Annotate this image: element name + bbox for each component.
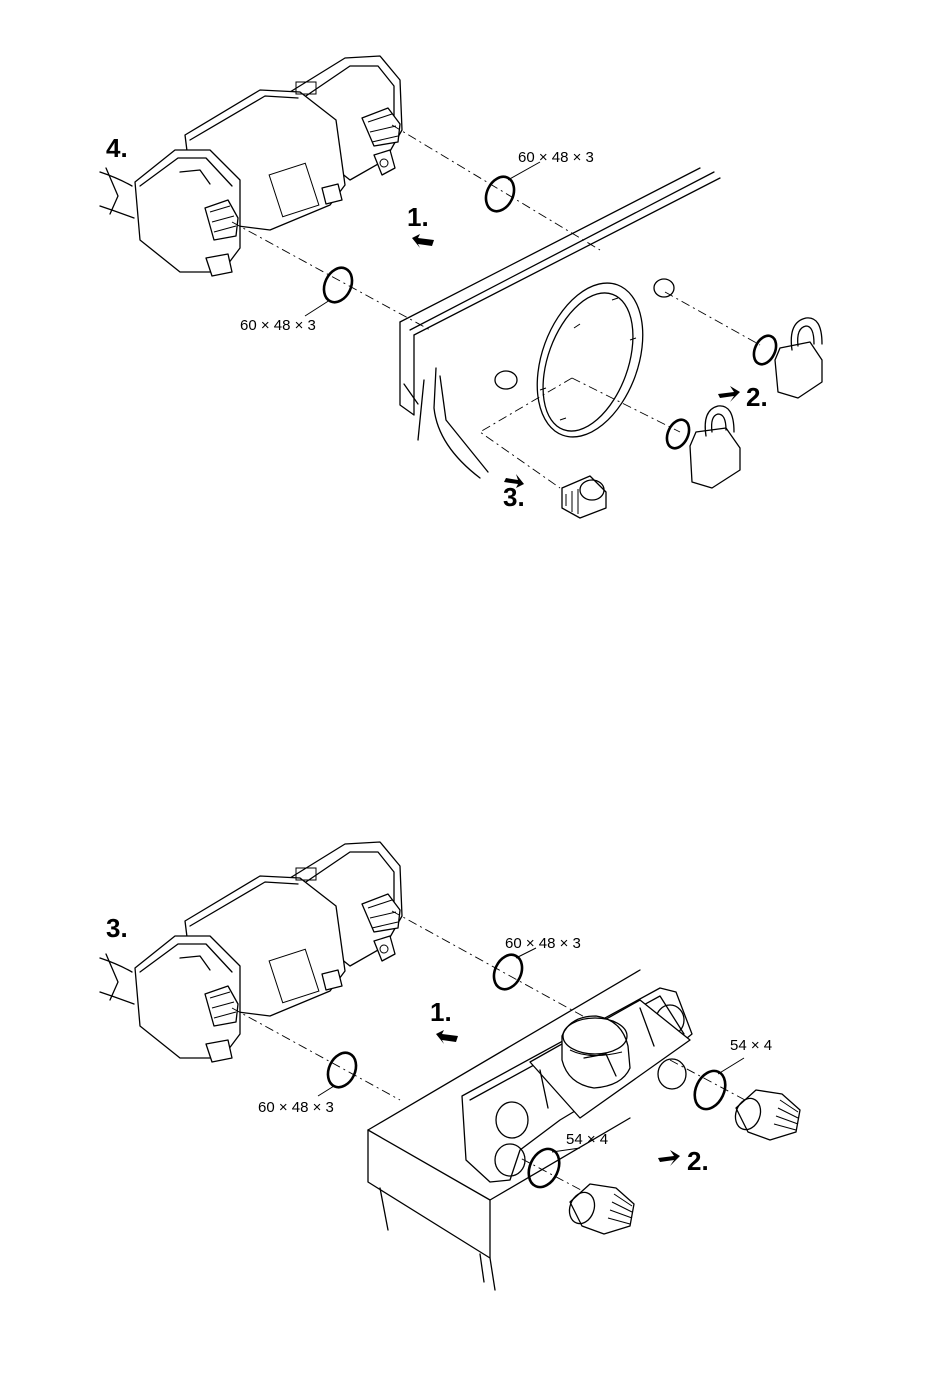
cap-nut-top (562, 476, 606, 518)
figure-top: 4. 1. 2. 3. 60 × 48 × 3 60 × 48 × 3 (100, 56, 822, 518)
blanking-cap-upper (775, 318, 822, 398)
pump-unit-bottom (135, 842, 402, 1062)
dimension-label-upper-top: 60 × 48 × 3 (518, 149, 594, 166)
arrow-step-1-bottom (436, 1030, 458, 1044)
step-label-3-bottom: 3. (106, 913, 128, 943)
dimension-label-upper-bottom: 60 × 48 × 3 (505, 935, 581, 952)
tank-wall-top (400, 168, 720, 478)
figure-bottom: 3. 1. 2. 60 × 48 × 3 60 × 48 × 3 54 × 4 … (100, 842, 800, 1290)
step-label-2-top: 2. (746, 382, 768, 412)
arrow-step-2-bottom (658, 1150, 680, 1166)
step-label-1-top: 1. (407, 202, 429, 232)
filter-housing-plate (462, 988, 692, 1182)
flange-ring-top (495, 268, 674, 451)
o-ring-upper-top (481, 172, 520, 216)
pump-unit-top (135, 56, 402, 276)
dimension-label-54-upper: 54 × 4 (730, 1037, 772, 1054)
dimension-label-lower-top: 60 × 48 × 3 (240, 317, 316, 334)
o-ring-lower-top (319, 263, 358, 307)
step-label-2-bottom: 2. (687, 1146, 709, 1176)
o-ring-upper-bottom (489, 950, 528, 994)
hose-top (100, 168, 134, 218)
strainer-insert-upper (731, 1090, 800, 1140)
step-label-3-top: 3. (503, 482, 525, 512)
arrow-step-1-top (412, 234, 434, 248)
o-ring-lower-bottom (323, 1048, 362, 1092)
dimension-label-lower-bottom: 60 × 48 × 3 (258, 1099, 334, 1116)
step-label-1-bottom: 1. (430, 997, 452, 1027)
blanking-cap-lower (690, 406, 740, 488)
arrow-step-2-top (718, 386, 740, 402)
strainer-insert-lower (565, 1184, 634, 1234)
o-ring-54-upper (689, 1066, 731, 1114)
dimension-label-54-lower: 54 × 4 (566, 1131, 608, 1148)
hose-bottom (100, 954, 134, 1004)
step-label-4-top: 4. (106, 133, 128, 163)
o-ring-right-lower (663, 416, 694, 452)
